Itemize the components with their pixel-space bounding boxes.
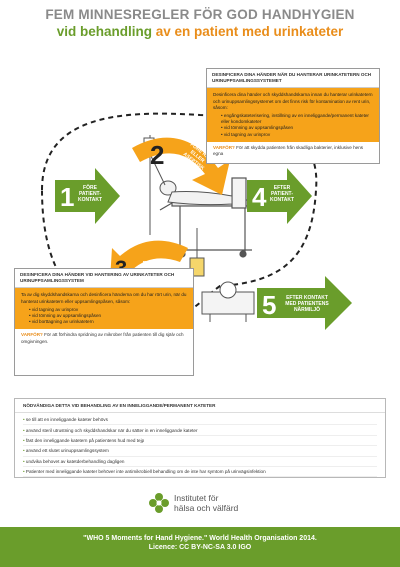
moment-4-label: EFTER PATIENT-KONTAKT — [270, 185, 295, 203]
why-text: För att skydda patienten från skadliga b… — [213, 144, 364, 156]
logo-text: Institutet för hälsa och välfärd — [174, 493, 238, 513]
list-item: vid borttagning av urinkatetern — [29, 319, 187, 325]
info-box-bottom-intro: Ta av dig skyddshandskarna och desinfice… — [21, 292, 187, 304]
patient-zone-dashed-outline — [40, 112, 318, 324]
info-box-bottom-list: vid tagning av urinprov vid tömning av u… — [29, 307, 187, 326]
info-box-top-list: engångskateterisering, instillning av en… — [221, 113, 373, 138]
logo-line1: Institutet för — [174, 493, 219, 503]
list-item: Patienter med inneliggande kateter behöv… — [23, 467, 377, 478]
footer-line1: "WHO 5 Moments for Hand Hygiene." World … — [83, 535, 317, 542]
info-box-top-header: DESINFICERA DINA HÄNDER NÄR DU HANTERAR … — [207, 69, 379, 89]
list-item: använd steril utrustning och skyddshands… — [23, 425, 377, 436]
subtitle-part2: av en patient med urinkateter — [155, 24, 344, 39]
moment-2-number: 2 — [150, 140, 165, 170]
moment-1-number: 1 — [60, 182, 75, 212]
logo-line2: hälsa och välfärd — [174, 503, 239, 514]
page-title: FEM MINNESREGLER FÖR GOD HANDHYGIEN — [45, 7, 355, 22]
info-box-bottom-why: VARFÖR? För att förhindra spridning av m… — [15, 329, 193, 347]
list-item: engångskateterisering, instillning av en… — [221, 113, 373, 125]
list-item: fäst den inneliggande katetern på patien… — [23, 436, 377, 447]
institute-logo: Institutet för hälsa och välfärd — [148, 490, 258, 520]
list-item: använd ett slutet urinuppsamlingssystem — [23, 446, 377, 457]
hand-hygiene-illustration — [40, 112, 352, 330]
catheter-checklist: NÖDVÄNDIGA DETTA VID BEHANDLING AV EN IN… — [14, 398, 386, 478]
list-item: vid tagning av urinprov — [221, 132, 373, 138]
info-box-after-handling: DESINFICERA DINA HÄNDER VID HANTERING AV… — [14, 268, 194, 376]
moment-2-arrow — [132, 137, 230, 195]
info-box-top-body: Desinficera dina händer och skyddshandsk… — [207, 88, 379, 142]
list-item: vid tagning av urinprov — [29, 307, 187, 313]
why-label: VARFÖR? — [213, 144, 235, 150]
moment-5-label: EFTER KONTAKT MED PATIENTENS NÄRMILJÖ — [285, 295, 329, 313]
moment-1-arrow — [55, 168, 120, 224]
list-item: vid tömning av uppsamlingspåsen — [221, 125, 373, 131]
info-box-bottom-header: DESINFICERA DINA HÄNDER VID HANTERING AV… — [15, 269, 193, 289]
bedside-table — [201, 281, 255, 322]
moment-4-arrow — [247, 168, 312, 224]
list-item: se till att en inneliggande kateter behö… — [23, 415, 377, 426]
moment-5-arrow — [257, 276, 352, 330]
info-box-top-intro: Desinficera dina händer och skyddshandsk… — [213, 92, 373, 110]
info-box-bottom-body: Ta av dig skyddshandskarna och desinfice… — [15, 288, 193, 330]
page-subtitle: vid behandling av en patient med urinkat… — [0, 24, 400, 39]
info-box-top-why: VARFÖR? För att skydda patienten från sk… — [207, 142, 379, 160]
patient-figure — [159, 180, 233, 206]
subtitle-part1: vid behandling — [56, 24, 156, 39]
why-label: VARFÖR? — [21, 332, 43, 338]
info-box-before-handling: DESINFICERA DINA HÄNDER NÄR DU HANTERAR … — [206, 68, 380, 164]
moment-1-label: FÖRE PATIENT-KONTAKT — [78, 185, 103, 203]
why-text: För att förhindra spridning av mikrober … — [21, 332, 184, 344]
list-item: vid tömning av uppsamlingspåsen — [29, 313, 187, 319]
footer-line2: Licence: CC BY-NC-SA 3.0 IGO — [148, 544, 252, 552]
checklist-header: NÖDVÄNDIGA DETTA VID BEHANDLING AV EN IN… — [15, 399, 385, 413]
checklist-items: se till att en inneliggande kateter behö… — [15, 413, 385, 479]
moment-5-number: 5 — [262, 290, 277, 320]
list-item: undvika behovet av katetderbehandling da… — [23, 457, 377, 467]
flower-logo-icon — [149, 493, 169, 513]
license-footer: "WHO 5 Moments for Hand Hygiene." World … — [0, 527, 400, 567]
moment-4-number: 4 — [252, 182, 267, 212]
